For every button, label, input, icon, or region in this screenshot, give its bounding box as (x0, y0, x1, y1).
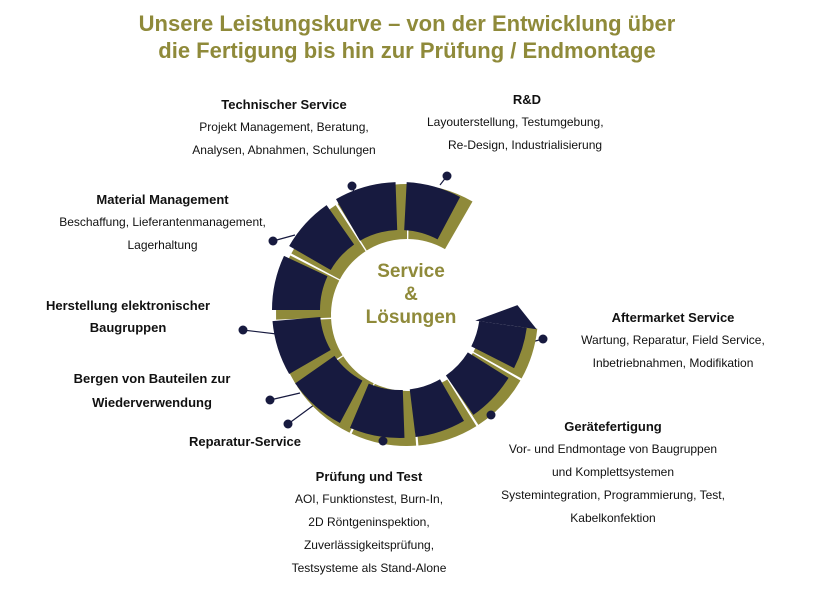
label-geraetefertigung: Gerätefertigung Vor- und Endmontage von … (488, 416, 738, 530)
ring-segment (272, 316, 331, 374)
label-heading: Material Management (96, 192, 229, 207)
connector-dot (283, 419, 293, 429)
ring-segment (336, 182, 398, 241)
page-title: Unsere Leistungskurve – von der Entwickl… (0, 10, 814, 64)
label-line: Layouterstellung, Testumgebung, (427, 115, 604, 129)
ring-segment (404, 182, 461, 240)
ring-segment (445, 352, 509, 415)
label-line: Projekt Management, Beratung, (199, 120, 369, 134)
ring-segment (295, 355, 363, 424)
connector-dots (238, 171, 548, 446)
ring-arrow-head (475, 305, 537, 330)
connector-dot (265, 395, 275, 405)
label-line: Vor- und Endmontage von Baugruppen (508, 442, 718, 456)
connector-dot (442, 171, 452, 181)
label-line: AOI, Funktionstest, Burn-In, (294, 492, 444, 506)
label-heading: Baugruppen (89, 320, 167, 335)
label-line: Re-Design, Industrialisierung (448, 138, 603, 152)
label-line: Systemintegration, Programmierung, Test, (501, 488, 725, 502)
center-line-3: Lösungen (365, 307, 457, 328)
title-line-2: die Fertigung bis hin zur Prüfung / Endm… (158, 38, 656, 63)
label-line: Wartung, Reparatur, Field Service, (581, 333, 765, 347)
ring-segment (471, 321, 527, 369)
label-heading: Wiederverwendung (92, 395, 212, 410)
center-label: Service & Lösungen (336, 260, 486, 329)
connector-dot (486, 410, 496, 420)
center-line-1: Service (377, 261, 445, 282)
service-ring (272, 182, 538, 446)
label-heading: R&D (512, 92, 542, 107)
label-technischer-service: Technischer Service Projekt Management, … (174, 94, 394, 162)
label-heading: Prüfung und Test (315, 469, 423, 484)
label-line: 2D Röntgeninspektion, (308, 515, 430, 529)
label-pruefung-und-test: Prüfung und Test AOI, Funktionstest, Bur… (264, 466, 474, 580)
label-line: Kabelkonfektion (570, 511, 656, 525)
label-heading: Reparatur-Service (189, 434, 301, 449)
label-line: und Komplettsystemen (551, 465, 675, 479)
connector-dot (378, 436, 388, 446)
label-herstellung: Herstellung elektronischer Baugruppen (28, 295, 228, 339)
center-line-2: & (404, 284, 418, 305)
label-line: Zuverlässigkeitsprüfung, (303, 538, 435, 552)
label-reparatur-service: Reparatur-Service (170, 431, 320, 453)
label-bergen: Bergen von Bauteilen zur Wiederverwendun… (52, 367, 252, 415)
label-line: Testsysteme als Stand-Alone (291, 561, 447, 575)
label-aftermarket-service: Aftermarket Service Wartung, Reparatur, … (548, 307, 798, 375)
label-line: Lagerhaltung (127, 238, 198, 252)
label-heading: Gerätefertigung (564, 419, 662, 434)
ring-segment (349, 383, 405, 439)
label-heading: Herstellung elektronischer (46, 298, 210, 313)
ring-segment (409, 379, 464, 438)
label-line: Inbetriebnahmen, Modifikation (592, 356, 754, 370)
label-material-management: Material Management Beschaffung, Liefera… (50, 189, 275, 257)
label-heading: Aftermarket Service (611, 310, 735, 325)
ring-segment (289, 205, 355, 270)
connector-line (269, 392, 301, 401)
label-rd: R&D Layouterstellung, Testumgebung, Re-D… (412, 89, 642, 157)
title-line-1: Unsere Leistungskurve – von der Entwickl… (138, 11, 676, 36)
label-heading: Bergen von Bauteilen zur (73, 371, 231, 386)
connector-dot (268, 236, 278, 246)
connector-dot (238, 325, 248, 335)
ring-segment (272, 255, 328, 310)
label-heading: Technischer Service (221, 97, 347, 112)
connector-dot (347, 181, 357, 191)
label-line: Analysen, Abnahmen, Schulungen (192, 143, 376, 157)
label-line: Beschaffung, Lieferantenmanagement, (59, 215, 266, 229)
connector-dot (538, 334, 548, 344)
